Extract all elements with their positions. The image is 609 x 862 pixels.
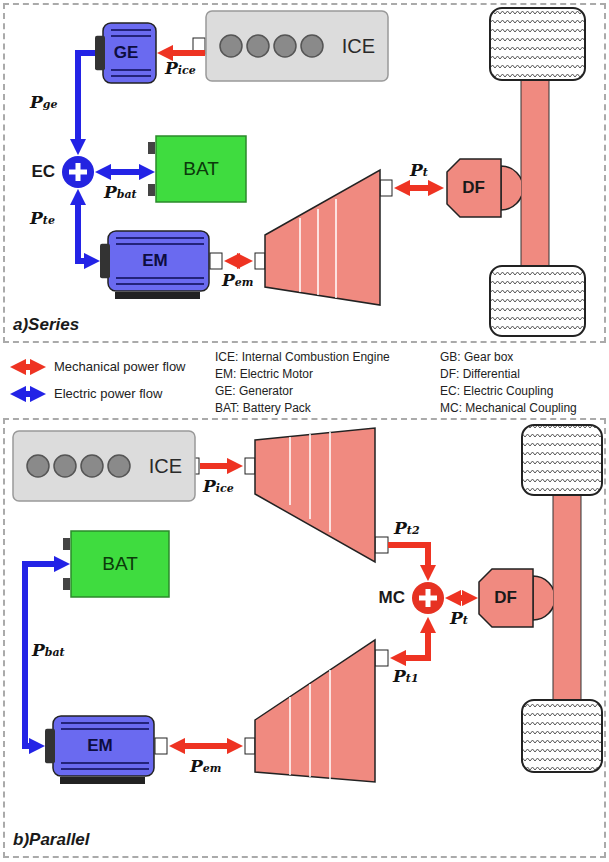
motor-box-text: EM	[87, 736, 113, 756]
generator-box-text: GE	[114, 43, 139, 63]
power-label: Pbat	[32, 640, 65, 663]
battery-box: BAT	[155, 135, 247, 203]
abbreviation: GE: Generator	[215, 384, 293, 399]
wheel	[522, 425, 602, 495]
mechanical-coupling-shape	[411, 581, 445, 615]
electric-arrow	[103, 169, 147, 175]
gearbox-shaft	[375, 650, 388, 666]
power-label: Pice	[203, 476, 234, 499]
legend-text: Mechanical power flow	[54, 359, 186, 375]
legend-text: Electric power flow	[54, 386, 162, 402]
differential-box: DF	[446, 158, 521, 218]
axle-bar	[521, 80, 549, 266]
power-label: Pem	[190, 756, 221, 779]
legend-sample-electric	[18, 391, 38, 397]
engine-box-text: ICE	[342, 35, 375, 58]
parallel-panel-text: b)Parallel	[13, 830, 90, 850]
series-panel-text: a)Series	[13, 315, 79, 335]
power-label: Pice	[165, 58, 196, 81]
mechanical-arrow	[453, 595, 470, 601]
abbreviation: EM: Electric Motor	[215, 367, 313, 382]
gearbox-fins	[300, 199, 336, 298]
mechanical-arrow	[200, 463, 235, 469]
power-label: Pbat	[104, 182, 137, 205]
battery-box-text: BAT	[102, 553, 138, 575]
power-label: Pt	[410, 160, 428, 183]
mechanical-arrow	[165, 50, 205, 56]
gearbox	[255, 640, 375, 782]
engine-box: ICE	[205, 10, 389, 82]
motor-box: EM	[45, 715, 155, 777]
motor-box-text: EM	[142, 251, 168, 271]
mechanical-coupling-text: MC	[379, 588, 405, 608]
gearbox-shaft	[380, 180, 392, 196]
mechanical-arrow	[398, 625, 428, 658]
engine-box-text: ICE	[149, 455, 182, 478]
series-panel: a)Series GE ICE EC BAT EM DF	[3, 3, 606, 343]
power-label: Pt2	[394, 518, 420, 541]
motor-shaft	[155, 738, 167, 754]
battery-terminal	[63, 578, 70, 590]
battery-box-text: BAT	[183, 158, 219, 180]
power-label: Pte	[30, 208, 55, 231]
power-label: Pt	[450, 608, 468, 631]
legend-sample-mechanical	[18, 364, 38, 370]
abbreviation: BAT: Battery Pack	[215, 401, 311, 416]
gearbox-shaft	[245, 458, 255, 474]
differential-box-text: DF	[462, 178, 485, 198]
abbreviation: DF: Differential	[440, 367, 520, 382]
electric-arrow	[78, 197, 92, 261]
motor-shaft	[210, 253, 222, 269]
motor-feet	[115, 292, 200, 299]
engine-box: ICE	[12, 430, 196, 502]
power-label: Pem	[222, 270, 253, 293]
battery-terminal	[148, 142, 155, 154]
mechanical-arrow	[232, 258, 245, 264]
electric-coupling-shape	[61, 155, 95, 189]
electric-coupling: EC	[61, 155, 95, 189]
mechanical-arrow	[402, 185, 436, 191]
abbreviation: ICE: Internal Combustion Engine	[215, 350, 390, 365]
mechanical-coupling: MC	[411, 581, 445, 615]
mechanical-arrow	[388, 545, 428, 573]
wheel	[490, 8, 585, 80]
power-label: Pge	[30, 92, 58, 115]
gearbox-shaft	[245, 738, 255, 754]
motor-box: EM	[100, 230, 210, 292]
power-label: Pt1	[393, 666, 419, 689]
wheel	[522, 700, 602, 772]
abbreviation: GB: Gear box	[440, 350, 513, 365]
axle-bar	[553, 495, 581, 700]
battery-box: BAT	[70, 530, 170, 598]
motor-feet	[60, 777, 145, 784]
generator-box: GE	[95, 22, 157, 84]
abbreviation: EC: Electric Coupling	[440, 384, 553, 399]
electric-coupling-text: EC	[31, 162, 55, 182]
gearbox	[265, 170, 380, 305]
battery-terminal	[63, 538, 70, 550]
gearbox-shaft	[375, 537, 388, 553]
mechanical-arrow	[177, 743, 235, 749]
differential-box-text: DF	[494, 588, 517, 608]
electric-arrow	[78, 53, 95, 147]
abbreviation: MC: Mechanical Coupling	[440, 401, 577, 416]
differential-box: DF	[478, 568, 553, 628]
gearbox-fins	[290, 432, 330, 532]
gearbox-shaft	[255, 253, 265, 269]
wheel	[490, 266, 585, 336]
parallel-panel: b)Parallel ICE BAT EM MC DF	[3, 418, 606, 858]
battery-terminal	[148, 184, 155, 196]
gearbox-fins	[290, 670, 330, 779]
gearbox	[255, 428, 375, 562]
